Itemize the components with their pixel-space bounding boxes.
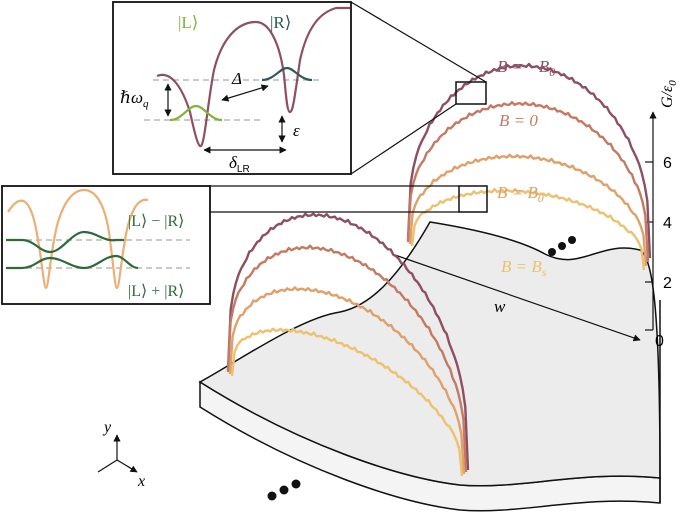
inset-left: |L⟩ − |R⟩ |L⟩ + |R⟩	[1, 185, 211, 305]
inset-top-hbar-omega: ℏωq	[120, 88, 149, 110]
zoom-line-top-b	[350, 103, 457, 175]
width-arrow	[394, 254, 641, 342]
left-arch-zero	[226, 244, 468, 473]
zoom-box-top	[455, 81, 487, 105]
inset-top-right-state	[261, 66, 313, 82]
axis-tick-2: 2	[663, 275, 672, 292]
inset-top-delta-arrow	[221, 84, 269, 102]
zoom-box-middle	[458, 185, 488, 213]
axis-tick-6: 6	[663, 155, 672, 172]
right-arch-b0	[408, 153, 648, 267]
axis-tick-0: 0	[655, 333, 664, 350]
axis-label: G/ε0	[659, 80, 679, 108]
right-arch-neg-b0	[406, 62, 652, 259]
slab-top-face	[198, 221, 661, 487]
axis-tick-4: 4	[663, 215, 672, 232]
coordinate-axes: y x	[97, 419, 145, 490]
inset-top-delta: Δ	[231, 69, 242, 88]
inset-left-symmetric-state	[6, 254, 139, 270]
right-arch-bs	[410, 187, 646, 271]
label-b-b0: B = B0	[497, 183, 544, 205]
conductance-arches	[226, 62, 652, 477]
left-arch-bs	[230, 327, 464, 477]
label-b-bs: B = Bs	[501, 257, 547, 279]
coord-x-label: x	[137, 473, 145, 490]
left-arch-b0	[228, 286, 466, 475]
ellipsis-dots-bottom	[267, 479, 301, 501]
inset-top-delta-lr: δLR	[229, 153, 250, 175]
slab	[198, 221, 661, 512]
inset-top: |L⟩ |R⟩ ℏωq Δ ε δLR	[112, 1, 352, 175]
coord-y-label: y	[102, 419, 112, 436]
right-arch-zero	[406, 101, 650, 263]
ellipsis-dots-right	[548, 236, 576, 256]
label-b-zero: B = 0	[499, 111, 538, 130]
inset-left-state-minus: |L⟩ − |R⟩	[128, 213, 184, 230]
inset-left-potential	[7, 188, 149, 290]
inset-top-state-left: |L⟩	[178, 13, 198, 32]
inset-top-state-right: |R⟩	[270, 13, 291, 32]
inset-left-state-plus: |L⟩ + |R⟩	[128, 283, 184, 300]
inset-top-left-state	[169, 104, 223, 122]
zoom-line-top-a	[350, 1, 487, 83]
inset-top-epsilon: ε	[293, 121, 300, 140]
inset-left-antisymmetric-state	[6, 230, 124, 254]
left-arch-neg-b0	[226, 212, 470, 471]
width-label: w	[494, 297, 506, 316]
conductance-axis: 0 2 4 6 G/ε0	[645, 80, 679, 350]
label-b-neg-b0: B = −B0	[497, 57, 555, 79]
